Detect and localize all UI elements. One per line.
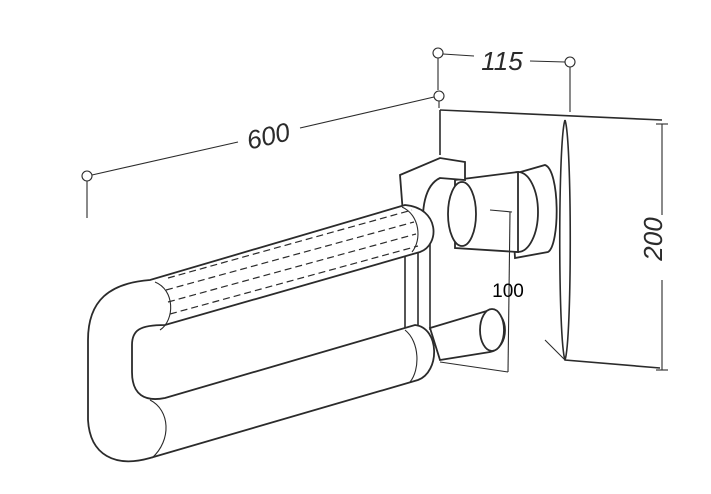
dim-115-label: 115 xyxy=(481,46,523,76)
dimension-100: 100 xyxy=(439,209,524,373)
dim-600-label: 600 xyxy=(244,116,294,155)
grab-bar xyxy=(87,204,436,463)
dimension-115: 115 xyxy=(432,46,576,112)
dim-200-label: 200 xyxy=(638,217,668,262)
dim-100-label: 100 xyxy=(492,281,524,302)
lower-stub xyxy=(428,308,506,362)
wall-plate xyxy=(439,109,663,369)
dimension-200: 200 xyxy=(638,123,668,371)
mounting-hub xyxy=(399,157,558,260)
dimension-600: 600 xyxy=(81,90,445,218)
